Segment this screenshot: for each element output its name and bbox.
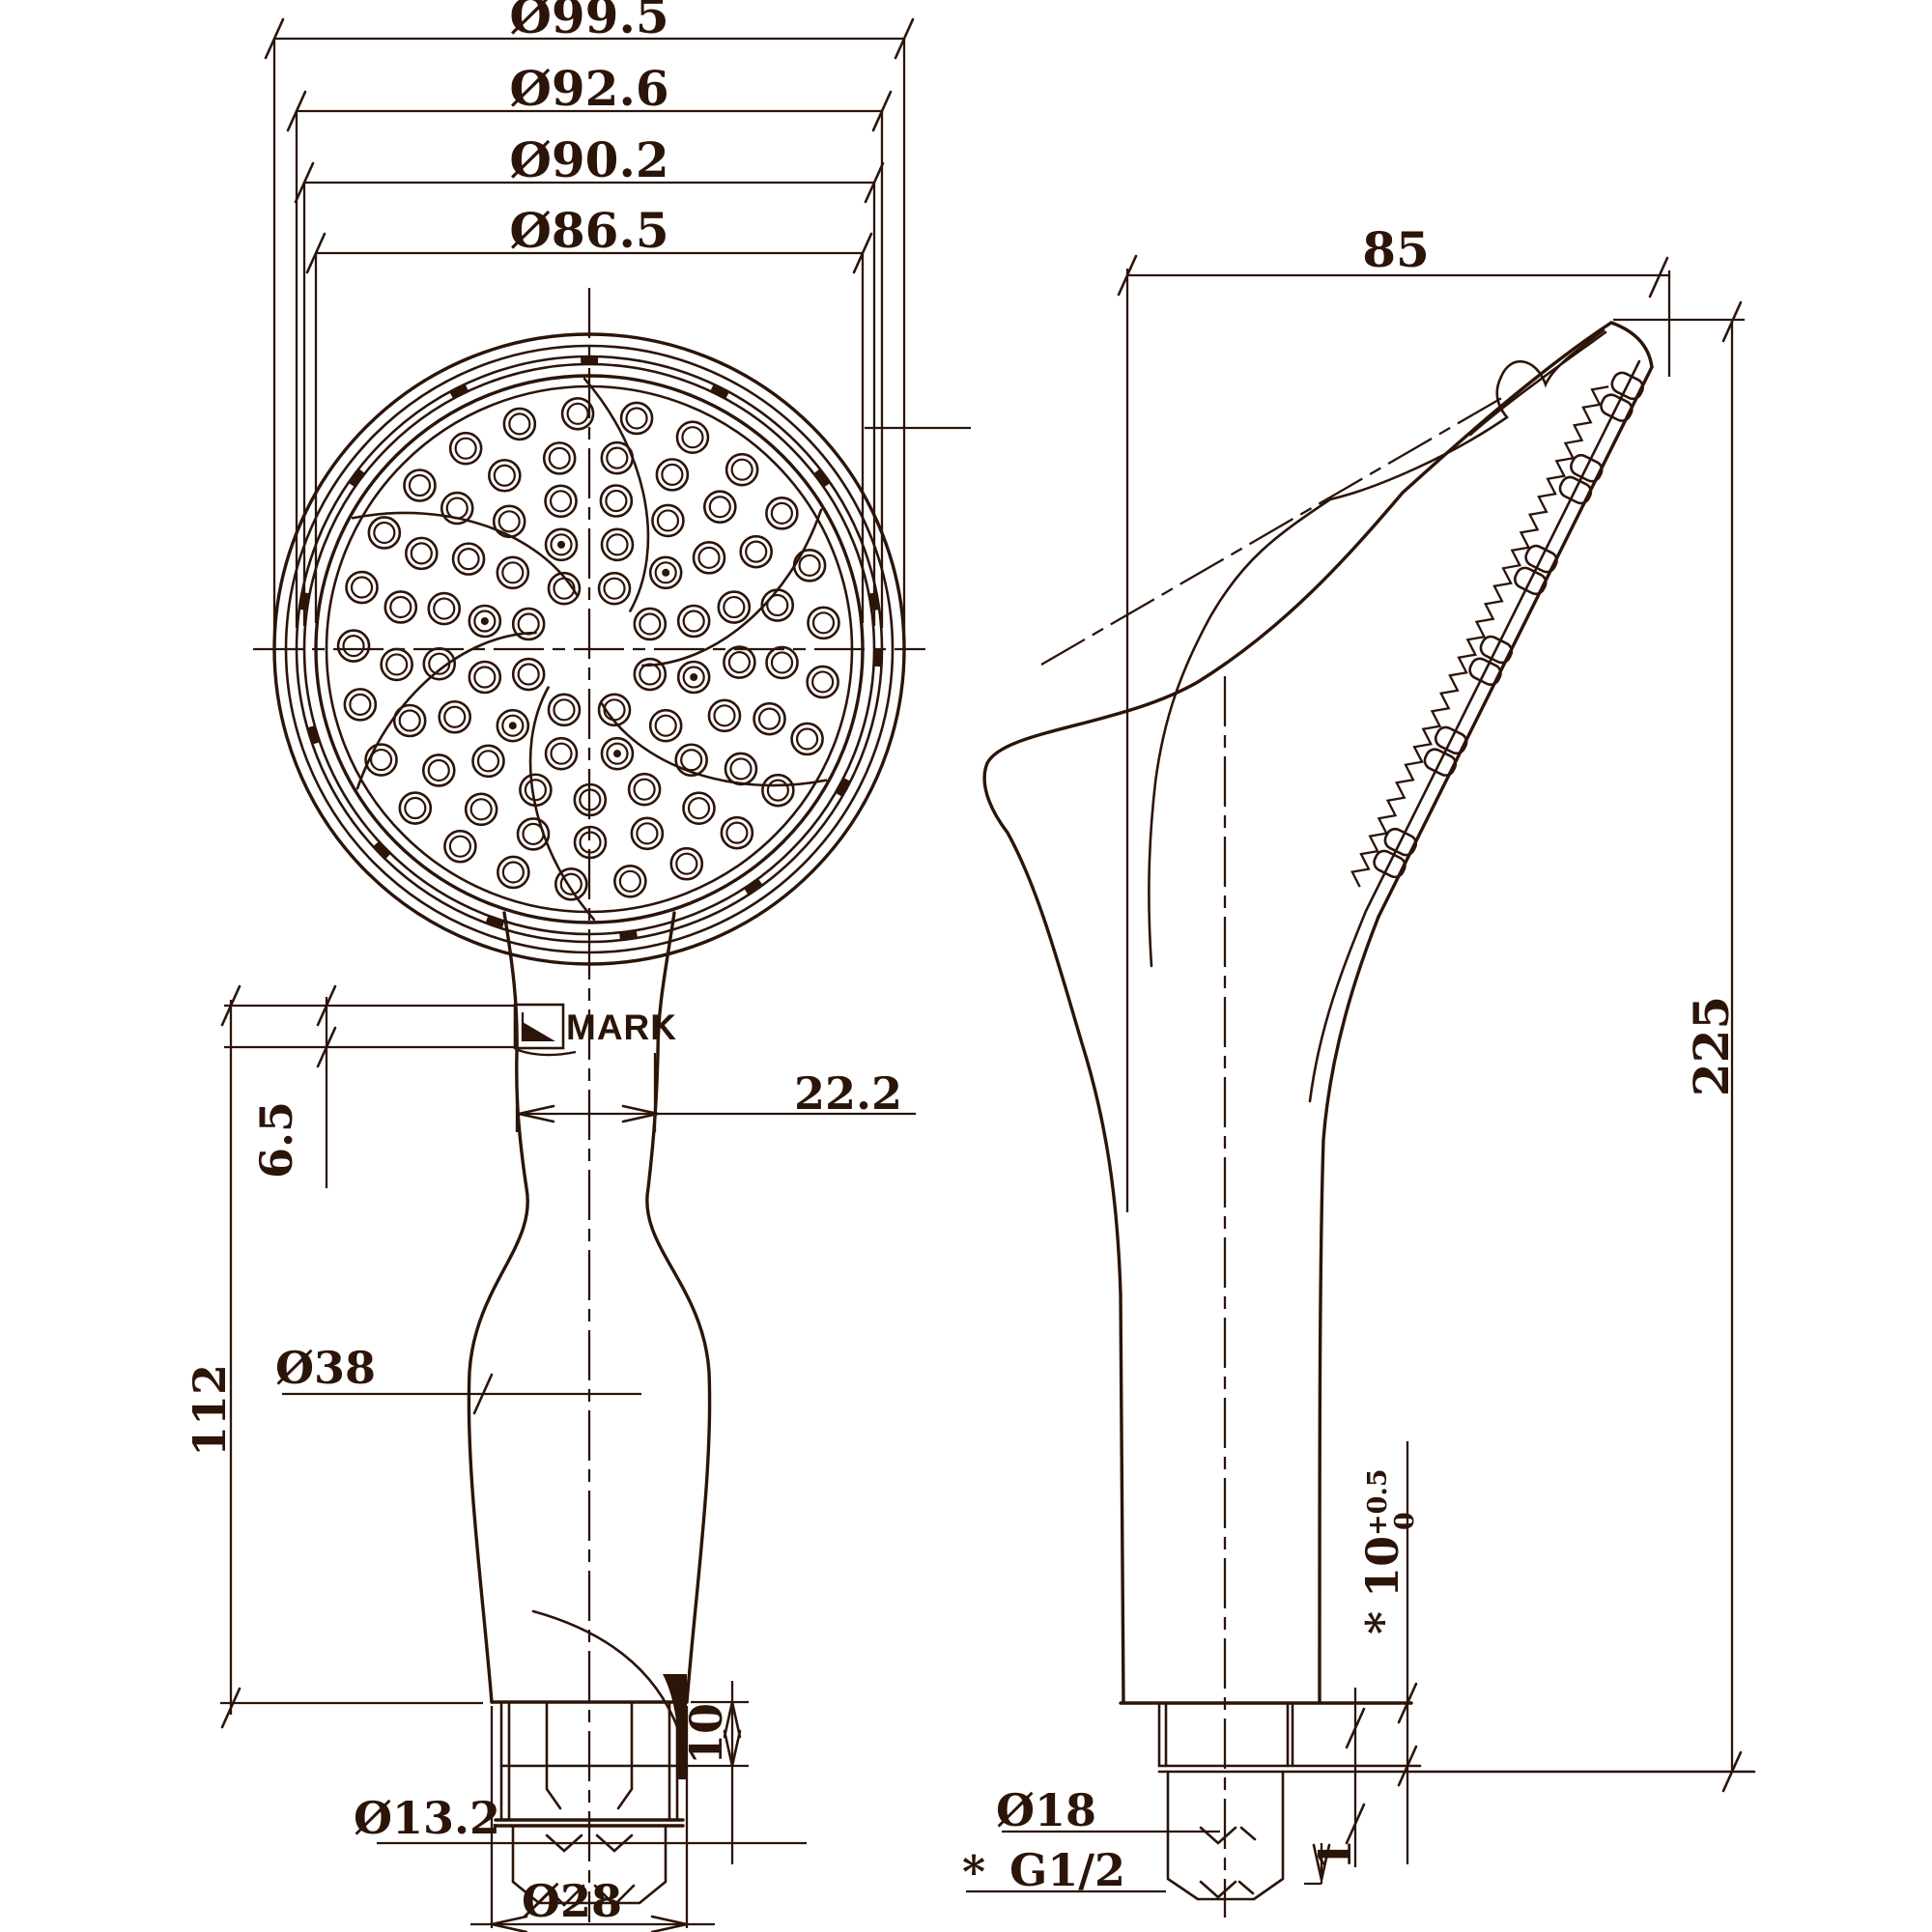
- thread-asterisk: *: [962, 1846, 985, 1898]
- thread-length-tol-upper: +0.5: [1363, 1468, 1393, 1536]
- dim-label-thread-g12: G1/2: [1009, 1844, 1125, 1896]
- thread-marks: [1199, 1826, 1257, 1899]
- dim-label-collar-10: 10: [680, 1703, 732, 1765]
- dimension-ticks: [220, 17, 1743, 1845]
- dimension-lines: [220, 17, 1745, 1932]
- dim-label-height-225: 225: [1683, 996, 1740, 1096]
- dim-label-d99-5: Ø99.5: [509, 0, 668, 44]
- mark-logo: MARK: [513, 1003, 677, 1057]
- sector-divider-curves: [351, 377, 828, 922]
- dimension-arrows: [491, 1104, 1331, 1932]
- spray-holes: [336, 396, 840, 901]
- dim-label-neck-22-2: 22.2: [794, 1067, 902, 1120]
- thread-length-tolerance-label: *10 +0.5 0: [1356, 1468, 1420, 1634]
- dim-label-grip-d38: Ø38: [275, 1342, 376, 1394]
- section-hatch: [663, 1674, 687, 1779]
- centerlines: [253, 288, 1506, 1922]
- dim-label-d90-2: Ø90.2: [509, 131, 668, 188]
- dim-label-nut-d18: Ø18: [996, 1784, 1096, 1836]
- section-arc: [531, 1609, 680, 1731]
- dimension-labels: Ø99.5 Ø92.6 Ø90.2 Ø86.5 85 225 22.2 6.5 …: [184, 0, 1740, 1927]
- logo-flag-icon: [523, 1022, 555, 1041]
- side-view: [982, 321, 1756, 1901]
- dim-label-d92-6: Ø92.6: [509, 60, 668, 117]
- dim-label-depth-85: 85: [1362, 221, 1430, 278]
- side-connector: [1119, 1701, 1756, 1901]
- thread-length-tol-lower: 0: [1390, 1512, 1420, 1530]
- thread-marks: [543, 1833, 636, 1907]
- dim-label-length-112: 112: [184, 1364, 236, 1457]
- dim-label-mark-6-5: 6.5: [250, 1101, 302, 1179]
- logo-text: MARK: [566, 1008, 677, 1047]
- nozzle-bumps: [1373, 371, 1644, 879]
- dim-label-bore-d13-2: Ø13.2: [354, 1792, 500, 1844]
- thread-length-value: *10: [1356, 1536, 1408, 1634]
- dim-label-washer-1: 1: [1309, 1839, 1361, 1870]
- spray-face-texture: [1350, 385, 1609, 888]
- dim-label-d86-5: Ø86.5: [509, 202, 668, 259]
- front-handle-outline: [467, 911, 712, 1704]
- side-outline: [982, 321, 1654, 1705]
- dim-label-outlet-d28: Ø28: [522, 1875, 622, 1927]
